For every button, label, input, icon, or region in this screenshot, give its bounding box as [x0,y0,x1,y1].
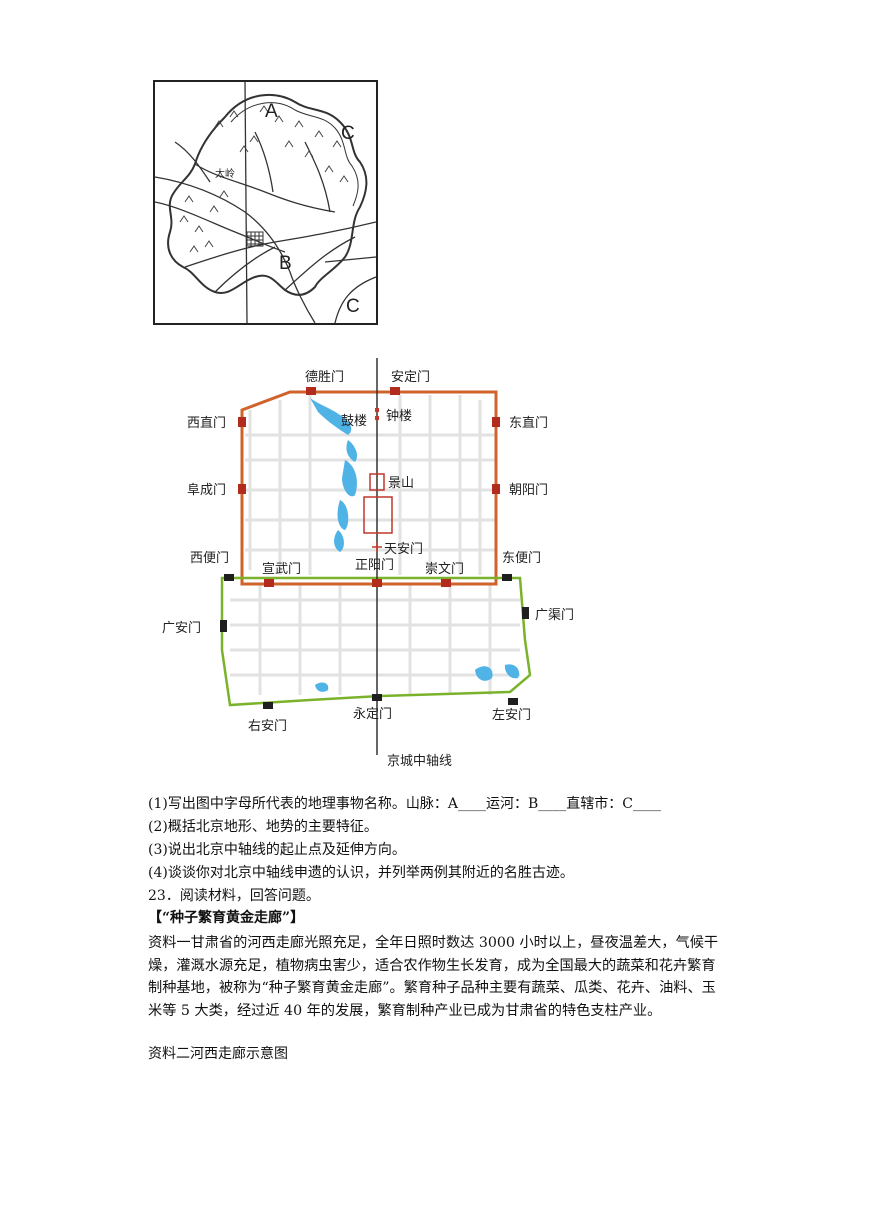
street-grid [230,395,520,695]
forbidden-city-mark [363,496,393,534]
question-23-heading: 23．阅读材料，回答问题。 [148,888,320,904]
landmark-jingshan: 景山 [388,476,414,491]
gate-guanganmen: 广安门 [162,621,201,636]
gate-xuanwumen: 宣武门 [262,561,301,577]
label-c-top: C [341,123,355,144]
landmark-tiananmen: 天安门 [384,542,423,557]
question-1: (1)写出图中字母所代表的地理事物名称。山脉：A____运河：B____直辖市：… [148,796,661,812]
gate-chaoyangmen: 朝阳门 [509,483,548,498]
outer-city-wall [220,576,532,707]
question-2: (2)概括北京地形、地势的主要特征。 [148,819,378,835]
label-a: A [265,101,278,122]
label-b: B [279,253,292,274]
landmark-gulou: 鼓楼 [341,414,367,429]
question-23-title: 【“种子繁育黄金走廊”】 [148,910,305,926]
central-axis-svg: 德胜门 安定门 西直门 东直门 阜成门 朝阳门 鼓楼 钟楼 景山 天安门 西便门… [162,358,574,769]
gate-fuchengmen: 阜成门 [187,482,226,498]
label-taihang: 太岭 [215,167,235,180]
gate-guangqumen: 广渠门 [535,608,574,623]
inner-gate-markers [238,387,500,587]
beijing-terrain-map: A C B C 太岭 [153,80,378,325]
gate-yongdingmen: 永定门 [353,707,392,722]
outer-gate-markers [220,574,529,709]
label-c-bottom: C [346,296,360,317]
gate-xizhimen: 西直门 [187,416,226,431]
gate-xibianmen: 西便门 [190,551,229,566]
gate-zuoanmen: 左安门 [492,708,531,723]
drum-tower-mark [375,408,379,412]
material-1: 资料一甘肃省的河西走廊光照充足，全年日照时数达 3000 小时以上，昼夜温差大，… [148,935,719,1019]
gate-zhengyangmen: 正阳门 [355,558,394,573]
question-4: (4)谈谈你对北京中轴线申遗的认识，并列举两例其附近的名胜古迹。 [148,865,574,881]
gate-youanmen: 右安门 [248,719,287,734]
beijing-boundary [167,93,368,296]
gate-dongbianmen: 东便门 [502,551,541,566]
lakes [310,398,520,692]
gate-dongzhimen: 东直门 [509,416,548,431]
landmark-zhonglou: 钟楼 [386,408,412,424]
material-2: 资料二河西走廊示意图 [148,1046,288,1062]
bell-tower-mark [375,416,379,420]
gate-deshengmen: 德胜门 [305,370,344,385]
jingshan-mark [369,473,385,491]
central-axis-map: 德胜门 安定门 西直门 东直门 阜成门 朝阳门 鼓楼 钟楼 景山 天安门 西便门… [150,350,590,780]
axis-label: 京城中轴线 [387,754,452,769]
gate-andingmen: 安定门 [391,370,430,385]
tiananmen-mark [372,542,382,552]
terrain-map-svg: A C B C 太岭 [154,81,377,324]
gate-chongwenmen: 崇文门 [425,562,464,577]
question-3: (3)说出北京中轴线的起止点及延伸方向。 [148,842,406,858]
